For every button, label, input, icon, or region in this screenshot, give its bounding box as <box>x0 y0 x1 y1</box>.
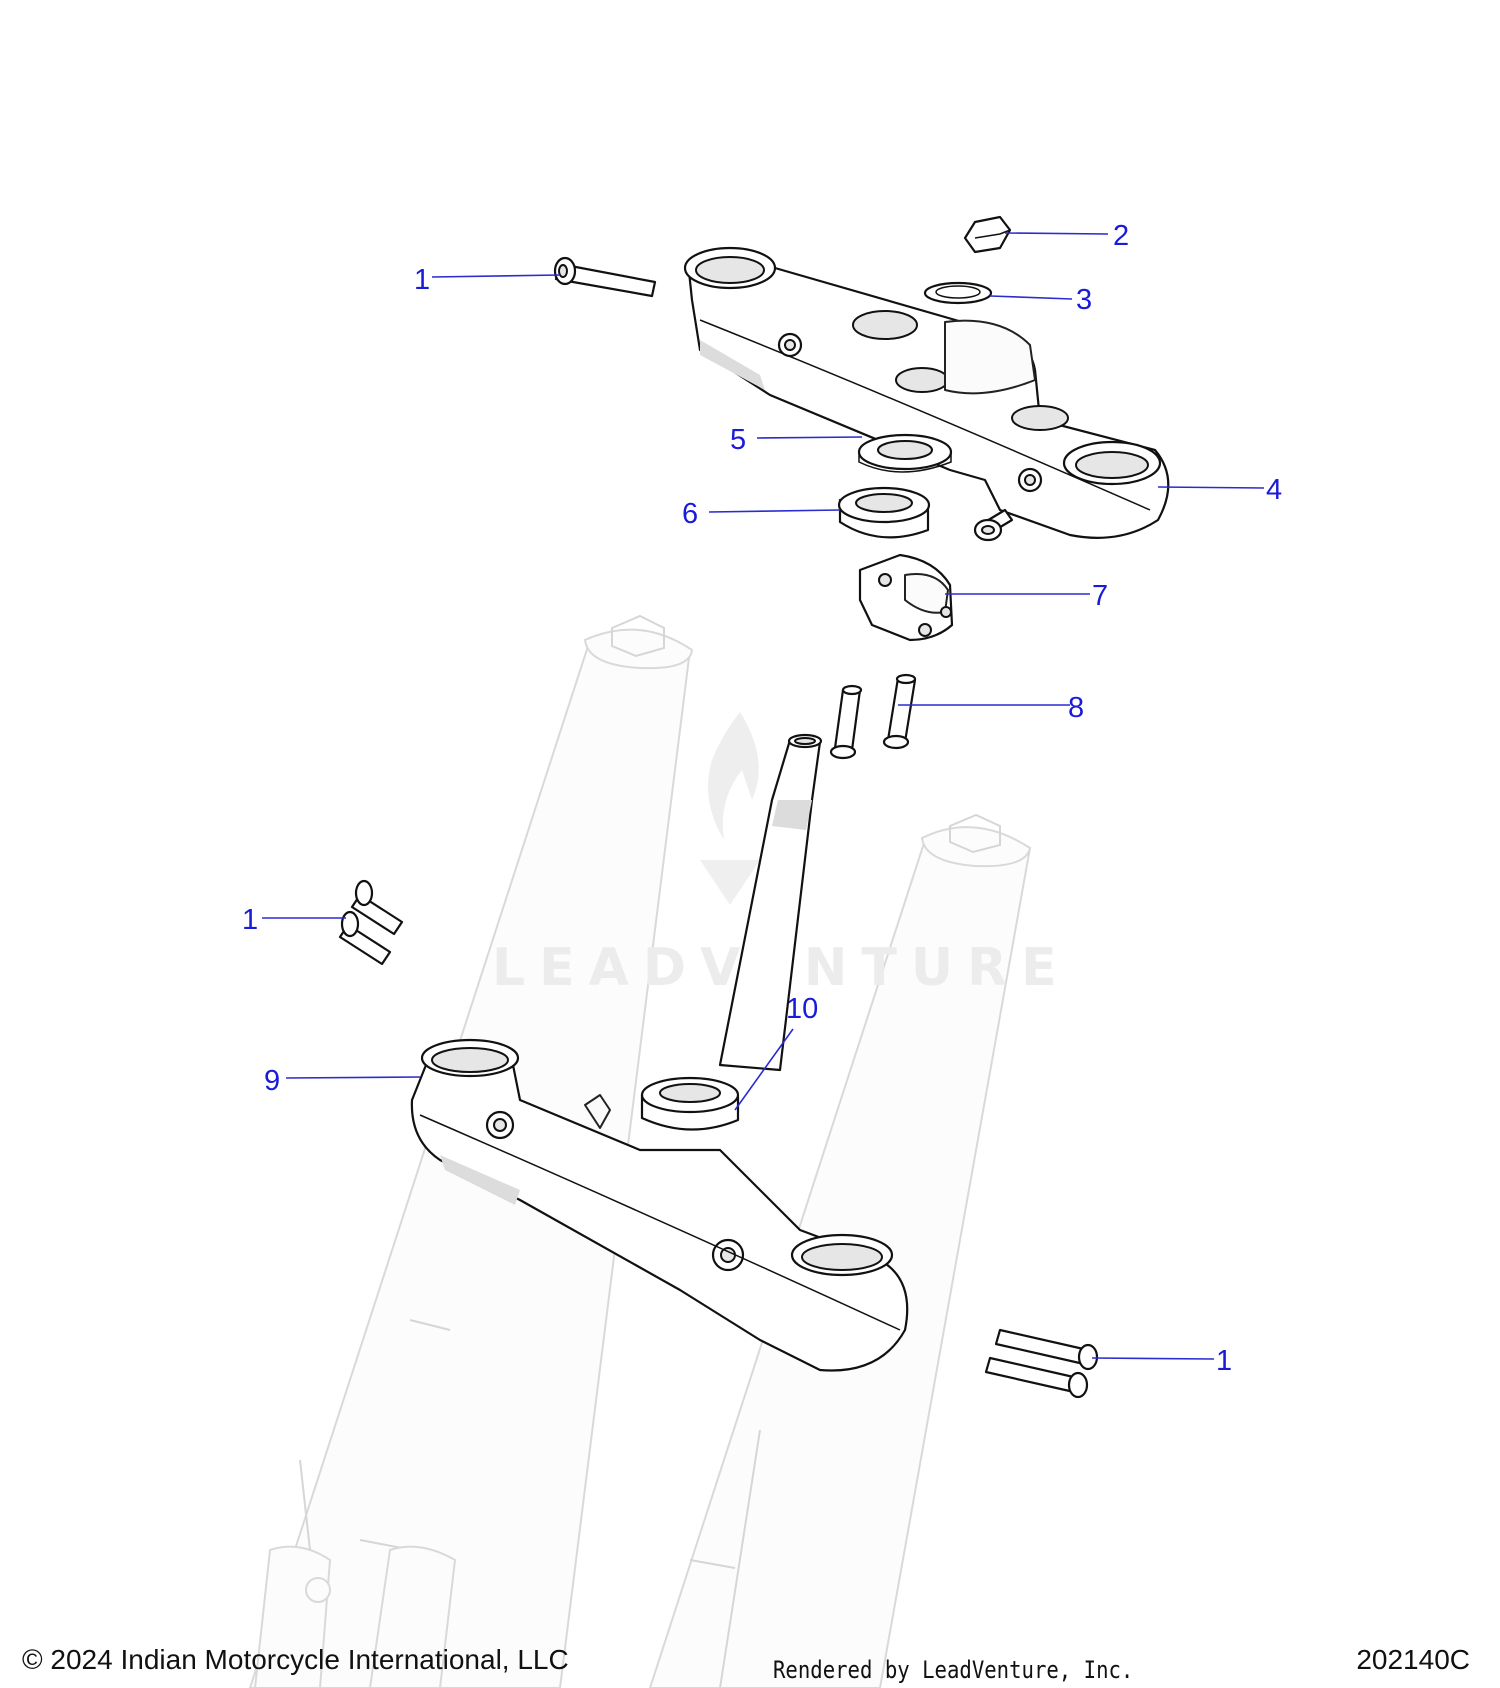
washer-part-3 <box>923 281 993 305</box>
leader-9 <box>285 1076 421 1079</box>
callout-1-top: 1 <box>414 264 430 296</box>
leader-2 <box>1004 232 1109 235</box>
leader-1c <box>1091 1357 1215 1360</box>
rendered-by-text: Rendered by LeadVenture, Inc. <box>773 1656 1134 1684</box>
bolt-part-1-top <box>553 256 657 298</box>
leader-1a <box>431 274 561 278</box>
bolts-part-8 <box>829 673 917 760</box>
callout-5: 5 <box>730 424 746 456</box>
bolts-part-1-left <box>338 879 404 966</box>
callout-1-right: 1 <box>1216 1345 1232 1377</box>
diagram-id: 202140C <box>1356 1644 1470 1675</box>
leader-10 <box>734 1028 794 1111</box>
callout-10: 10 <box>786 993 818 1025</box>
lower-bearing-part-10 <box>640 1076 740 1131</box>
leader-4 <box>1157 486 1265 489</box>
callout-3: 3 <box>1076 284 1092 316</box>
nut-part-2 <box>963 215 1012 254</box>
callout-1-left: 1 <box>242 904 258 936</box>
leader-5 <box>756 436 863 439</box>
bolts-part-1-right <box>984 1328 1099 1399</box>
upper-triple-clamp-part-4 <box>683 246 1170 539</box>
leader-6 <box>708 509 841 513</box>
callout-8: 8 <box>1068 692 1084 724</box>
copyright-text: © 2024 Indian Motorcycle International, … <box>22 1644 569 1675</box>
fork-lower-legs-ghost <box>253 1545 457 1688</box>
callout-7: 7 <box>1092 580 1108 612</box>
callout-6: 6 <box>682 498 698 530</box>
bolt-small-under-clamp <box>973 508 1014 542</box>
callout-2: 2 <box>1113 220 1129 252</box>
callout-labels: 1 2 3 4 5 6 7 8 1 10 9 1 <box>242 220 1282 1377</box>
leader-lines <box>262 232 1265 1360</box>
clamp-block-part-7 <box>858 553 954 642</box>
steering-stem <box>718 733 823 1072</box>
callout-9: 9 <box>264 1065 280 1097</box>
leader-3 <box>989 295 1073 300</box>
callout-4: 4 <box>1266 474 1282 506</box>
bearing-part-6 <box>837 486 931 539</box>
lock-nut-part-5 <box>857 433 953 473</box>
lower-triple-clamp-part-9 <box>410 1038 909 1372</box>
